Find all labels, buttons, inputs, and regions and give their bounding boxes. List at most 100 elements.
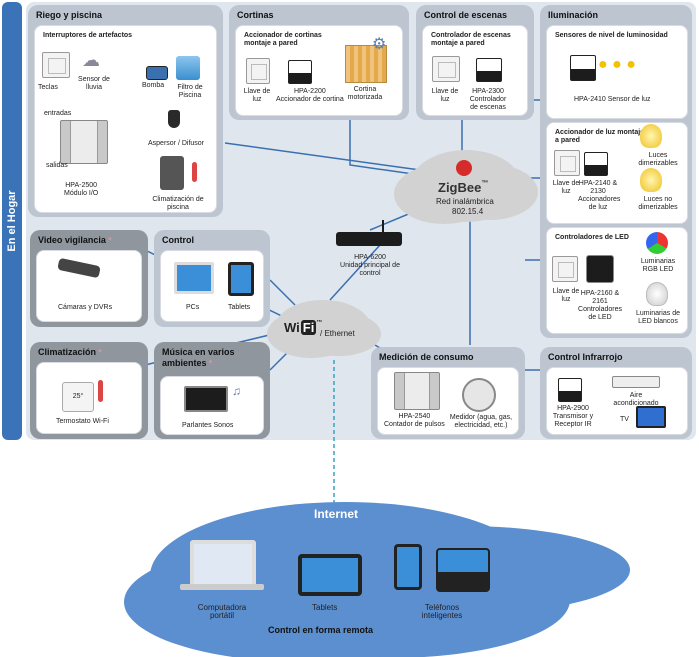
panel-video: Video vigilancia * [30, 230, 148, 327]
zigbee-brand-text: ZigBee [438, 180, 482, 195]
internet-title: Internet [314, 507, 359, 521]
smartphone-icon [394, 544, 422, 590]
led-llave-label: Llave de luz [552, 288, 580, 303]
thermostat-temp: 25° [72, 393, 84, 400]
medicion-title: Medición de consumo [379, 352, 474, 362]
cortina-label: Cortina motorizada [347, 86, 383, 101]
zigbee-line2: 802.15.4 [452, 207, 484, 216]
hpa2200-label: HPA-2200 Accionador de cortina [276, 88, 344, 103]
cortinas-subtitle: Accionador de cortinas montaje a pared [244, 32, 322, 47]
musica-title-text: Música en varios ambientes [162, 347, 235, 368]
zigbee-brand: ZigBee™ [438, 180, 488, 195]
hpa2300-device-icon [476, 58, 502, 82]
side-bar: En el Hogar [2, 2, 22, 440]
video-title-text: Video vigilancia [38, 235, 106, 245]
luces-nodim-label: Luces no dimerizables [638, 196, 678, 211]
hpa2900-label: HPA-2900 Transmisor y Receptor IR [552, 405, 594, 428]
wifi-tm: ™ [316, 320, 323, 326]
thermostat-icon: 25° [62, 382, 94, 412]
rgb-led-icon [646, 232, 668, 254]
video-inner [36, 250, 142, 322]
sensores-inner: Sensores de nivel de luminosidad [546, 25, 688, 119]
pool-heater-icon [160, 156, 184, 190]
control-title: Control [162, 235, 194, 245]
termostato-label: Termostato Wi-Fi [56, 418, 109, 425]
iluminacion-title: Iluminación [548, 10, 599, 20]
laptop-base-icon [180, 584, 264, 590]
video-title: Video vigilancia * [38, 235, 112, 245]
hpa2500-module-icon [60, 120, 108, 164]
remoto-label: Control en forma remota [268, 625, 374, 635]
panel-riego: Riego y piscina Interruptores de artefac… [28, 5, 223, 217]
internet-tablets-label: Tablets [312, 603, 338, 612]
sensor-lluvia-label: Sensor de lluvia [78, 76, 110, 91]
computadora-label: Computadora portátil [197, 603, 247, 620]
control-tablets-label: Tablets [228, 304, 251, 311]
blancos-label: Luminarias de LED blancos [636, 310, 680, 325]
meter-icon [462, 378, 496, 412]
bomba-label: Bomba [142, 82, 165, 89]
clima-title: Climatización * [38, 347, 102, 357]
riego-subtitle: Interruptores de artefactos [43, 32, 133, 39]
hpa2160-label: HPA-2160 & 2161 Controladores de LED [578, 290, 622, 321]
led-switch-icon [552, 256, 578, 282]
telefonos-label: Teléfonos inteligentes [421, 603, 463, 620]
zigbee-tm: ™ [481, 180, 489, 187]
zigbee-logo-icon [456, 160, 472, 176]
bulb-nondimmable-icon [640, 168, 662, 192]
cortinas-switch-icon [246, 58, 270, 84]
cortinas-llave-label: Llave de luz [243, 88, 271, 103]
ethernet-label: / Ethernet [320, 329, 355, 338]
led-title: Controladores de LED [555, 234, 629, 241]
hpa2410-label: HPA-2410 Sensor de luz [574, 96, 651, 103]
rgb-label: Luminarias RGB LED [640, 258, 676, 273]
tv-label: TV [620, 416, 629, 423]
teclas-label: Teclas [38, 84, 58, 91]
music-note-icon: ♫ [232, 384, 241, 398]
light-sensor-bulbs-icon: ● ● ● [598, 56, 636, 73]
zigbee-line1: Red inalámbrica [436, 197, 494, 206]
musica-title: Música en varios ambientes * [162, 347, 266, 369]
tablet-icon [228, 262, 254, 296]
clima-title-text: Climatización [38, 347, 97, 357]
hpa2140-device-icon [584, 152, 608, 176]
thermometer-icon [192, 162, 197, 182]
hpa2160-device-icon [586, 255, 614, 283]
rain-sensor-icon: ☁ [82, 50, 100, 70]
curtain-icon [345, 45, 387, 83]
hpa2200-device-icon [288, 60, 312, 84]
hpa2540-device-icon [394, 372, 440, 410]
antenna-icon [382, 220, 384, 233]
hpa2410-device-icon [570, 55, 596, 81]
wifi-fi: Fi [300, 320, 317, 335]
speaker-icon [184, 386, 228, 412]
clima-star: * [98, 348, 102, 357]
hpa2140-label: HPA-2140 & 2130 Accionadores de luz [578, 180, 621, 211]
aire-label: Aire acondicionado [613, 392, 659, 407]
sensores-title: Sensores de nivel de luminosidad [555, 32, 668, 39]
air-conditioner-icon [612, 376, 660, 388]
hpa2540-label: HPA-2540 Contador de pulsos [384, 413, 445, 428]
aspersor-label: Aspersor / Difusor [148, 140, 205, 147]
infrarrojo-title: Control Infrarrojo [548, 352, 623, 362]
luces-dim-label: Luces dimerizables [638, 152, 678, 167]
gear-icon: ⚙ [372, 36, 387, 53]
clima-thermometer-icon [98, 380, 103, 402]
hpa6200-hub-icon [336, 232, 402, 246]
sprinkler-icon [168, 110, 180, 128]
escenas-title: Control de escenas [424, 10, 508, 20]
escenas-subtitle: Controlador de escenas montaje a pared [431, 32, 511, 47]
escenas-switch-icon [432, 56, 460, 82]
pool-icon [176, 56, 200, 80]
wifi-wi: Wi [284, 320, 300, 335]
qwerty-phone-icon [436, 548, 490, 592]
video-star: * [108, 236, 112, 245]
iluminacion-switch-icon [554, 150, 580, 176]
parlantes-label: Parlantes Sonos [182, 422, 234, 429]
accionador-title: Accionador de luz montaje a pared [555, 129, 645, 144]
escenas-llave-label: Llave de luz [431, 88, 459, 103]
salidas-label: salidas [46, 162, 68, 169]
entradas-label: entradas [44, 110, 72, 117]
hpa2500-label: HPA-2500 Módulo I/O [64, 182, 99, 197]
